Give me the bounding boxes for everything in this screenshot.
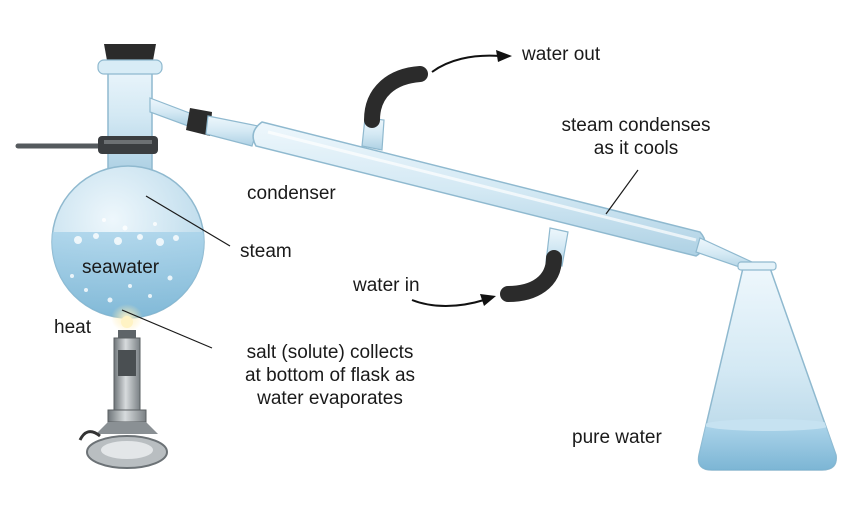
label-steam-condenses-line2: as it cools xyxy=(593,138,679,159)
stopper xyxy=(97,44,163,75)
erlenmeyer-flask xyxy=(697,261,837,471)
leader-steam-condenses xyxy=(605,169,639,215)
leader-steam xyxy=(145,195,231,247)
condenser xyxy=(205,115,753,271)
label-steam: steam xyxy=(240,241,292,262)
flask-side-arm xyxy=(149,97,212,136)
label-pure-water: pure water xyxy=(572,427,662,448)
leader-salt xyxy=(121,309,213,349)
label-salt-line3: water evaporates xyxy=(257,388,403,409)
label-salt-collects: salt (solute) collects at bottom of flas… xyxy=(200,341,460,410)
pure-water-liquid xyxy=(698,419,837,470)
hose-water-in xyxy=(500,250,562,302)
label-water-in: water in xyxy=(353,275,420,296)
label-condenser: condenser xyxy=(247,183,336,204)
label-steam-condenses: steam condenses as it cools xyxy=(526,114,746,160)
label-salt-line1: salt (solute) collects xyxy=(246,342,414,363)
label-seawater: seawater xyxy=(82,257,160,278)
bunsen-burner xyxy=(78,330,168,469)
label-steam-condenses-line1: steam condenses xyxy=(561,115,711,136)
hose-water-out xyxy=(364,66,428,128)
arrow-water-out xyxy=(431,50,512,73)
label-heat: heat xyxy=(54,317,91,338)
flame xyxy=(111,304,143,332)
round-bottom-flask xyxy=(51,59,205,319)
label-salt-line2: at bottom of flask as xyxy=(244,365,416,386)
leader-lines xyxy=(121,169,639,349)
arrow-water-in xyxy=(411,294,496,307)
label-water-out: water out xyxy=(522,44,601,65)
neck-clamp xyxy=(98,136,158,154)
